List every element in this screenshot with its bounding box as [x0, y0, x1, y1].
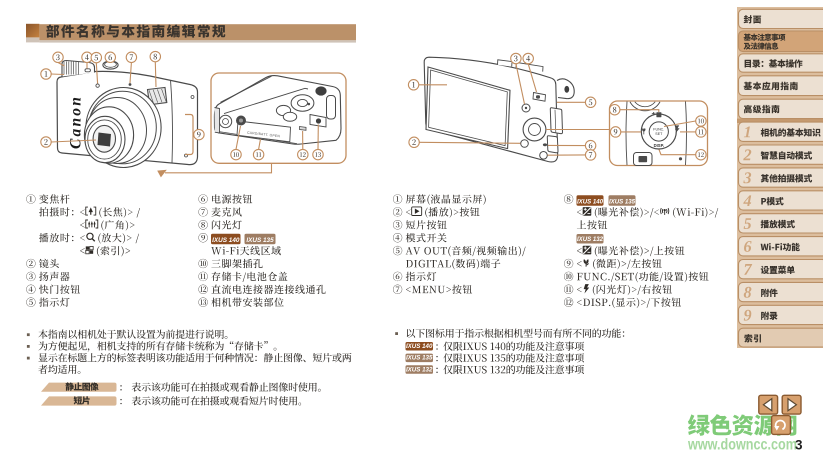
svg-text:IXUS 132: IXUS 132 [406, 366, 433, 373]
svg-text:DISP.: DISP. [654, 143, 664, 148]
svg-text:www.downcc.com: www.downcc.com [687, 436, 797, 453]
svg-text:FUNC.: FUNC. [653, 128, 664, 132]
svg-text:Canon: Canon [68, 95, 85, 149]
svg-text:IXUS 135: IXUS 135 [406, 355, 433, 362]
svg-text:SET: SET [655, 132, 663, 136]
svg-text:IXUS 132: IXUS 132 [577, 236, 604, 243]
svg-text:IXUS 140: IXUS 140 [577, 198, 604, 205]
svg-text:IXUS 135: IXUS 135 [609, 198, 636, 205]
svg-text:IXUS 135: IXUS 135 [246, 237, 274, 244]
svg-text:IXUS 140: IXUS 140 [212, 237, 240, 244]
svg-text:CARD/BATT. OPEN: CARD/BATT. OPEN [247, 131, 281, 139]
svg-text:3: 3 [795, 438, 803, 453]
svg-text:IXUS 140: IXUS 140 [406, 343, 433, 350]
